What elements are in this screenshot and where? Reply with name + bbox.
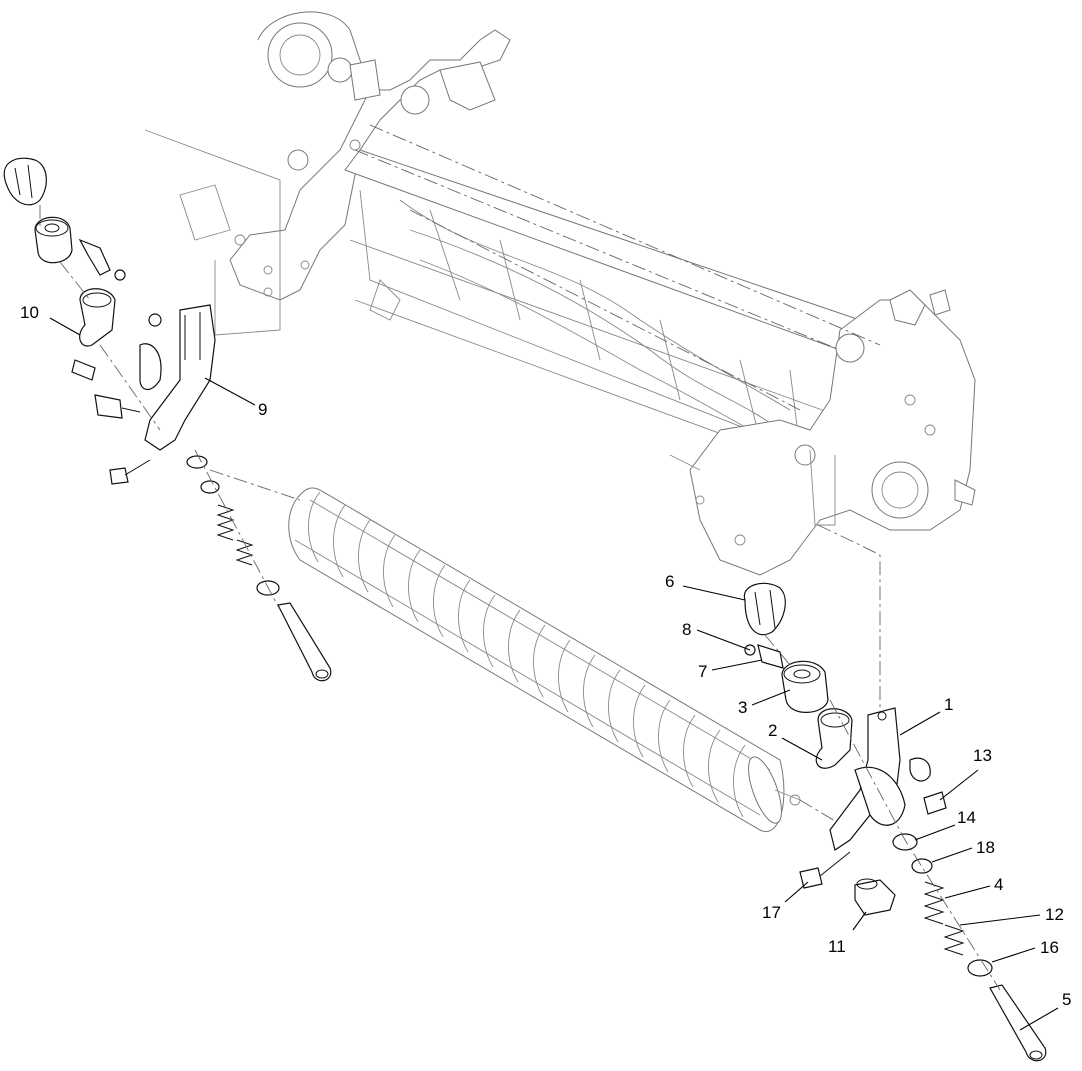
reel-frame-background (144, 11, 976, 576)
leader-4 (944, 885, 991, 899)
callout-3: 3 (738, 698, 747, 717)
right-adjuster-assembly (743, 524, 1047, 1062)
callout-7: 7 (698, 662, 707, 681)
callout-9: 9 (258, 400, 267, 419)
callout-13: 13 (973, 746, 992, 765)
leader-7 (711, 659, 763, 671)
callout-4: 4 (994, 875, 1003, 894)
leader-10 (49, 317, 81, 336)
callout-12: 12 (1045, 905, 1064, 924)
leader-13 (939, 769, 979, 801)
leader-17 (784, 881, 809, 903)
leader-2 (781, 737, 823, 761)
callout-10: 10 (20, 303, 39, 322)
callout-11: 11 (828, 937, 846, 956)
leader-18 (931, 847, 973, 863)
leader-5 (1019, 1007, 1059, 1031)
leader-12 (959, 914, 1041, 926)
callout-5: 5 (1062, 990, 1071, 1009)
callout-1: 1 (944, 695, 953, 714)
front-roller (209, 469, 851, 833)
leader-14 (914, 824, 956, 841)
leader-6 (682, 585, 746, 601)
left-adjuster-assembly (3, 157, 332, 682)
leader-8 (696, 629, 751, 651)
leader-11 (852, 911, 867, 931)
leader-16 (991, 947, 1036, 963)
callout-2: 2 (768, 721, 777, 740)
callout-8: 8 (682, 620, 691, 639)
callout-6: 6 (665, 572, 674, 591)
callout-leaders (49, 317, 1059, 1031)
leader-3 (751, 689, 791, 706)
callout-14: 14 (957, 808, 976, 827)
callout-18: 18 (976, 838, 995, 857)
leader-9 (204, 377, 256, 406)
callout-16: 16 (1040, 938, 1059, 957)
leader-1 (899, 711, 941, 736)
callout-17: 17 (762, 903, 781, 922)
callout-labels: 1 2 3 4 5 6 7 8 9 10 11 12 13 14 16 17 1… (20, 303, 1071, 1009)
